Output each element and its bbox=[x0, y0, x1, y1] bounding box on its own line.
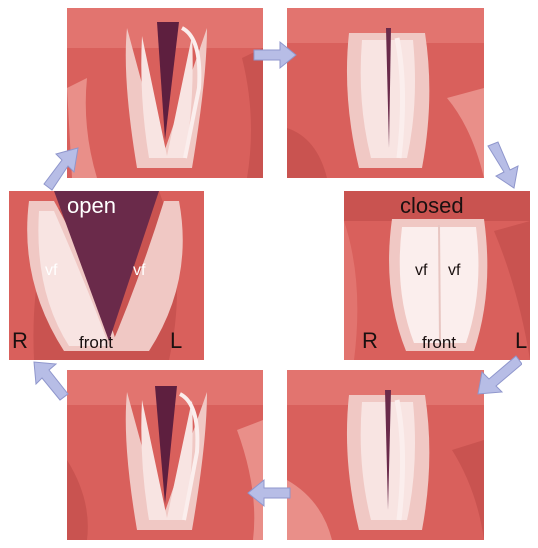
frame-top-right bbox=[287, 8, 484, 178]
label-vf-left: vf bbox=[133, 263, 145, 279]
arrow-left-icon bbox=[246, 476, 294, 510]
label-right-side: R bbox=[12, 330, 28, 352]
label-vf-left-closed: vf bbox=[448, 263, 460, 279]
larynx-image-top-right bbox=[287, 8, 484, 178]
larynx-image-bottom-left bbox=[67, 370, 263, 540]
label-vf-right: vf bbox=[45, 263, 57, 279]
arrow-down-right-icon bbox=[482, 140, 524, 192]
frame-bottom-left bbox=[67, 370, 263, 540]
arrow-up-left-icon bbox=[28, 356, 72, 402]
arrow-down-left-icon bbox=[472, 352, 522, 398]
label-closed: closed bbox=[400, 195, 464, 217]
larynx-image-bottom-right bbox=[287, 370, 484, 540]
arrow-top-right-icon bbox=[250, 38, 300, 72]
label-front: front bbox=[79, 334, 113, 351]
label-open: open bbox=[67, 195, 116, 217]
label-front-closed: front bbox=[422, 334, 456, 351]
frame-top-left bbox=[67, 8, 263, 178]
arrow-up-right-icon bbox=[40, 144, 84, 192]
label-vf-right-closed: vf bbox=[415, 263, 427, 279]
label-left-side-closed: L bbox=[515, 330, 527, 352]
label-right-side-closed: R bbox=[362, 330, 378, 352]
label-left-side: L bbox=[170, 330, 182, 352]
frame-closed: closed vf vf front R L bbox=[344, 191, 530, 360]
larynx-image-top-left bbox=[67, 8, 263, 178]
frame-open: open vf vf front R L bbox=[9, 191, 204, 360]
frame-bottom-right bbox=[287, 370, 484, 540]
